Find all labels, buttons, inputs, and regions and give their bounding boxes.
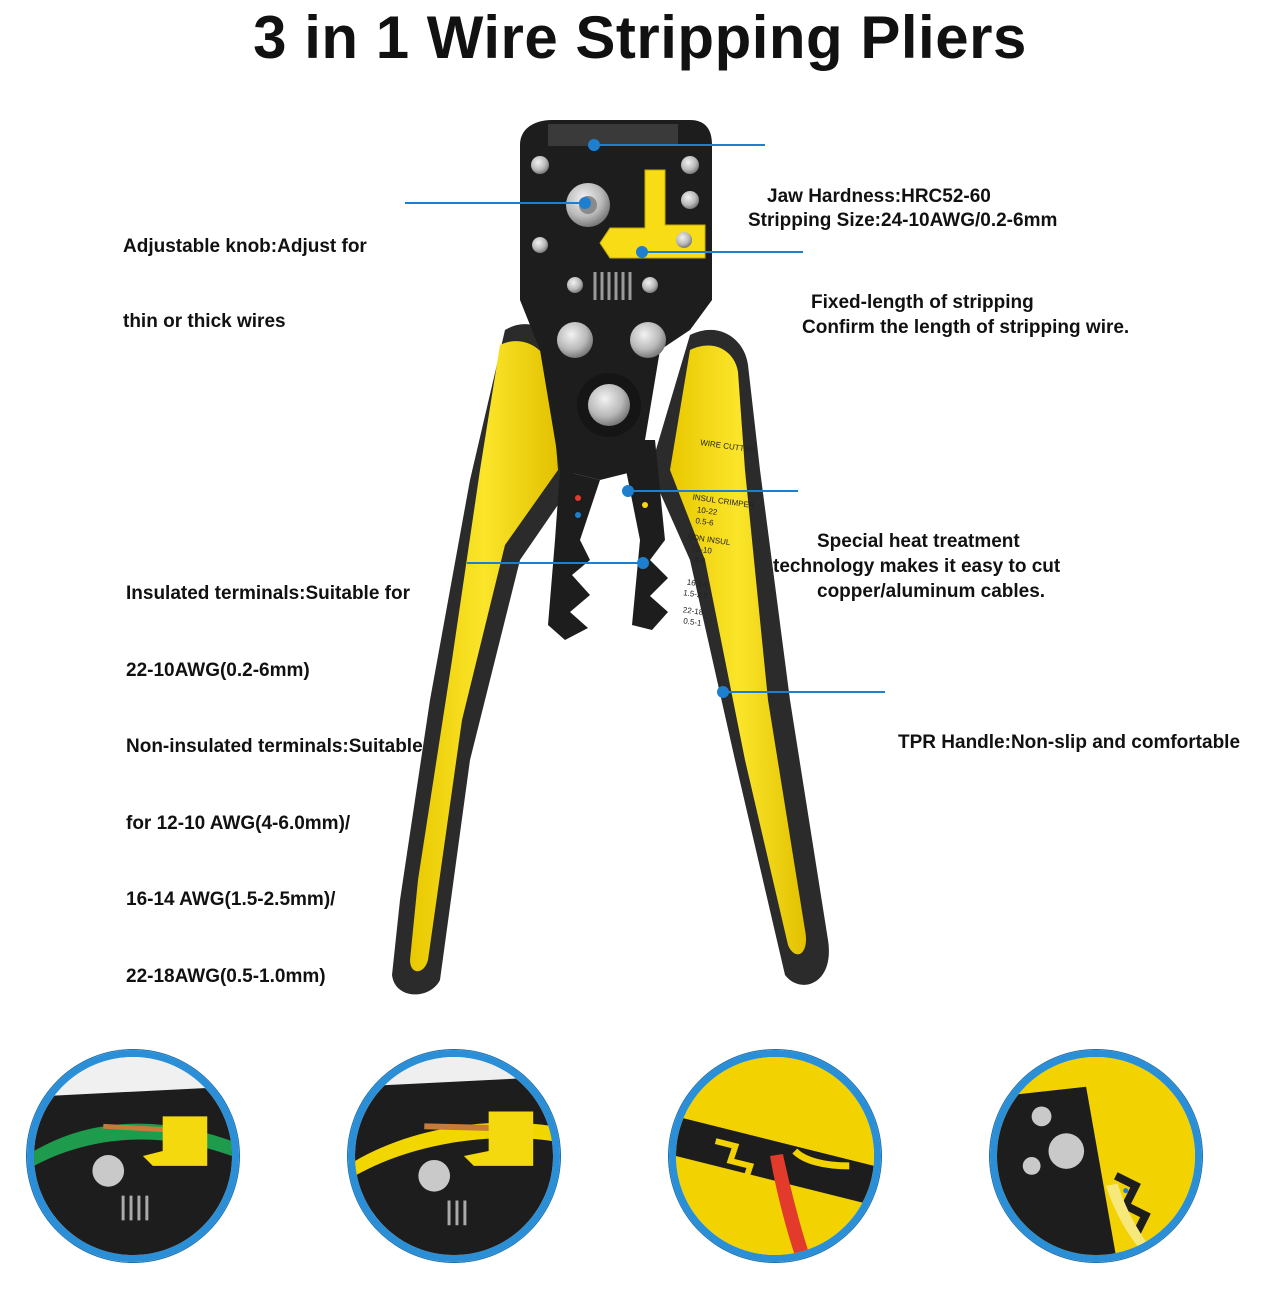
- svg-text:10-22: 10-22: [696, 505, 718, 517]
- detail-circle-cutter-red: [669, 1050, 881, 1262]
- svg-text:12-10: 12-10: [691, 544, 713, 556]
- heat-treatment-label: Special heat treatment: [817, 531, 1020, 552]
- terminals-label: Insulated terminals:Suitable for 22-10AW…: [126, 583, 423, 987]
- svg-text:22-18: 22-18: [682, 605, 704, 617]
- detail-circle-strip-yellow: [348, 1050, 560, 1262]
- svg-text:1.5-2.5: 1.5-2.5: [683, 588, 709, 600]
- svg-text:0.5-1: 0.5-1: [683, 616, 703, 628]
- detail-circle-strip-green: [27, 1050, 239, 1262]
- detail-circle-crimper-yellow: [990, 1050, 1202, 1262]
- svg-text:4-6: 4-6: [693, 555, 706, 566]
- jaw-hardness-label: Jaw Hardness:HRC52-60: [767, 186, 991, 207]
- stripping-size-label: Stripping Size:24-10AWG/0.2-6mm: [748, 210, 1058, 231]
- svg-text:16-14: 16-14: [686, 578, 708, 590]
- svg-text:0.5-6: 0.5-6: [695, 516, 715, 528]
- adjustable-knob-label: Adjustable knob:Adjust for thin or thick…: [123, 236, 367, 332]
- page-title: 3 in 1 Wire Stripping Pliers: [253, 4, 1027, 71]
- left-handle: [392, 324, 575, 995]
- jaw-head: [520, 120, 712, 480]
- heat-treatment-detail-label: technology makes it easy to cut: [773, 556, 1061, 577]
- heat-treatment-cables-label: copper/aluminum cables.: [817, 581, 1046, 602]
- callout-lines: [405, 139, 885, 698]
- fixed-length-label: Fixed-length of stripping: [811, 292, 1034, 313]
- tpr-handle-label: TPR Handle:Non-slip and comfortable: [898, 732, 1241, 753]
- right-handle: [650, 329, 829, 985]
- fixed-length-detail-label: Confirm the length of stripping wire.: [802, 317, 1130, 338]
